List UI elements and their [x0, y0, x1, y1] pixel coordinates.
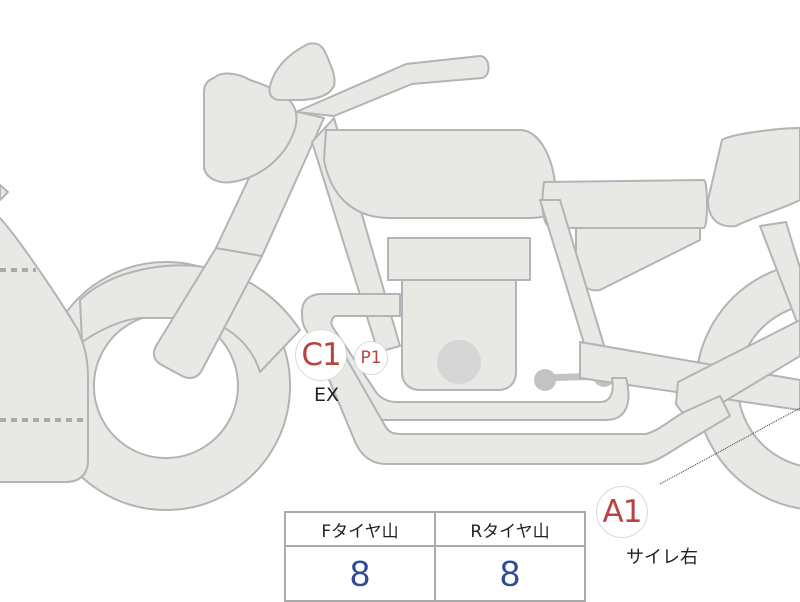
- headlight: [203, 72, 298, 184]
- tire-tread-table: Fタイヤ山 Rタイヤ山 8 8: [284, 511, 586, 602]
- marker-c1[interactable]: C1: [295, 329, 347, 381]
- tail-cowl: [707, 127, 800, 228]
- left-pannier: [0, 217, 89, 483]
- side-bag: [0, 184, 9, 201]
- front-tire-header: Fタイヤ山: [284, 511, 436, 547]
- rear-subframe: [759, 221, 800, 331]
- footpeg-left: [534, 369, 556, 391]
- front-fender: [79, 264, 301, 373]
- handlebar: [295, 55, 490, 117]
- rear-wheel: [695, 262, 800, 510]
- marker-a1-label: A1: [602, 494, 643, 530]
- marker-a1-caption: サイレ右: [626, 547, 698, 568]
- rear-tire-header: Rタイヤ山: [434, 511, 586, 547]
- marker-p1[interactable]: P1: [354, 341, 388, 375]
- marker-c1-label: C1: [301, 337, 341, 373]
- front-fork-lower: [152, 247, 263, 379]
- rear-tire-value: 8: [434, 545, 586, 602]
- marker-p1-label: P1: [360, 348, 382, 368]
- side-cover: [575, 227, 701, 292]
- front-tire-value: 8: [284, 545, 436, 602]
- leader-line: [659, 407, 800, 485]
- marker-c1-caption: EX: [314, 384, 340, 406]
- fuel-tank: [323, 129, 557, 219]
- exhaust-lower: [315, 339, 731, 465]
- engine-head: [387, 237, 531, 281]
- meter: [268, 42, 336, 101]
- front-fork-upper: [215, 107, 325, 257]
- engine-cover: [437, 340, 481, 384]
- engine-block: [401, 279, 517, 391]
- marker-a1[interactable]: A1: [596, 486, 648, 538]
